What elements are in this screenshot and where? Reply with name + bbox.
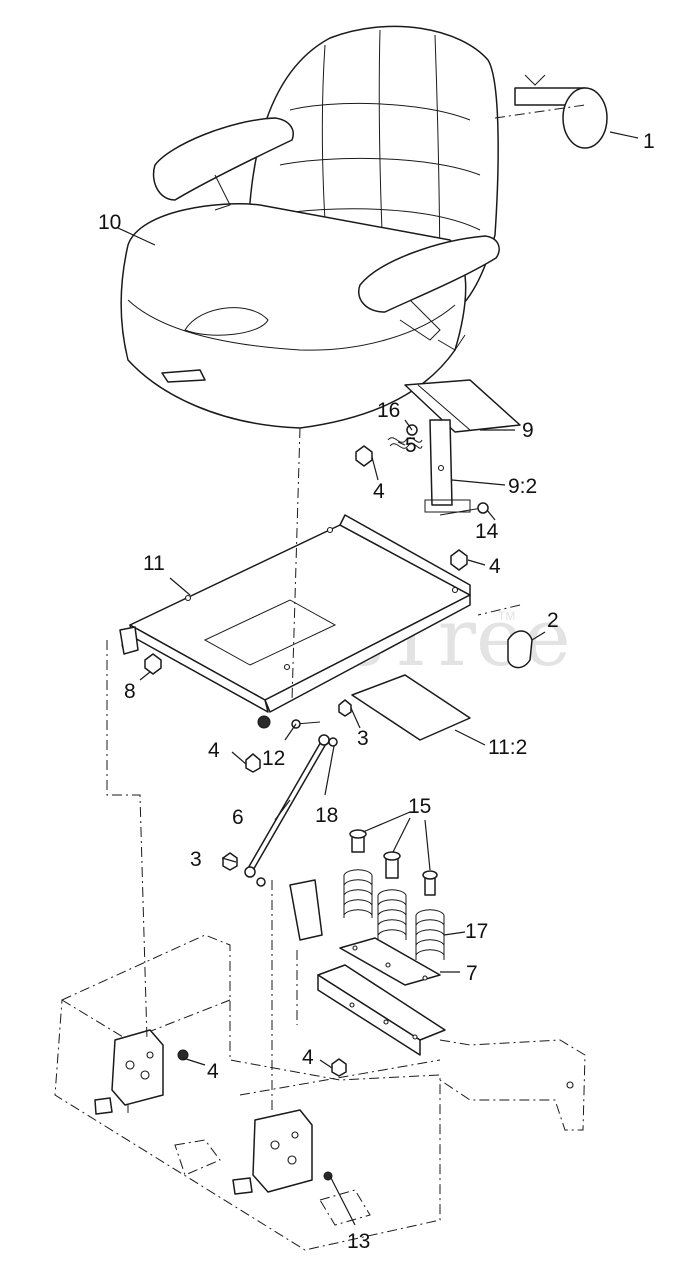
seat: [120, 25, 500, 429]
nut-4a: [355, 445, 373, 467]
callout-16: 16: [377, 399, 400, 422]
decal-11-2: [351, 674, 471, 741]
callout-17: 17: [465, 920, 488, 943]
nut-3a: [338, 699, 352, 717]
knob-2: [507, 630, 533, 669]
callout-4-bracket: 4: [302, 1046, 314, 1069]
alignment-lines: [106, 104, 586, 1110]
spring-bracket-7: [339, 937, 441, 986]
watermark-trademark: TM: [498, 609, 515, 623]
callout-18: 18: [315, 804, 338, 827]
callout-3-lower: 3: [190, 848, 202, 871]
callout-13: 13: [347, 1230, 370, 1253]
callout-15: 15: [408, 795, 431, 818]
lower-mount-bracket: [289, 879, 586, 1131]
frame-bracket-right: [232, 1109, 333, 1195]
callout-9: 9: [522, 419, 534, 442]
callout-6: 6: [232, 806, 244, 829]
seat-plate-11: [119, 514, 471, 729]
callout-1: 1: [643, 130, 655, 153]
springs-17: [343, 829, 445, 960]
seat-bracket-9: [404, 379, 521, 513]
callout-12: 12: [262, 747, 285, 770]
callout-4-plate: 4: [489, 555, 501, 578]
frame-bracket-left: [94, 1029, 189, 1115]
spring-5: [387, 437, 423, 449]
bolt-14: [439, 502, 489, 516]
nut-4d: [331, 1058, 347, 1077]
callout-7: 7: [466, 962, 478, 985]
callout-10: 10: [98, 211, 121, 234]
callout-8: 8: [124, 680, 136, 703]
rod-6: [244, 719, 338, 887]
callout-4-rod: 4: [208, 739, 220, 762]
frame: [54, 934, 441, 1251]
nut-3b: [222, 852, 238, 871]
callout-11-2: 11:2: [488, 736, 527, 759]
leader-lines: [117, 131, 639, 1226]
callout-9-2: 9:2: [508, 475, 537, 498]
bolt-8: [144, 653, 162, 675]
nut-4b: [450, 549, 468, 571]
seat-switch-part: [514, 74, 608, 149]
nut-4c: [245, 753, 261, 773]
callout-2: 2: [547, 609, 559, 632]
callout-3-upper: 3: [357, 727, 369, 750]
callout-4-frame: 4: [207, 1060, 219, 1083]
callout-4-spring: 4: [373, 480, 385, 503]
callout-11: 11: [143, 552, 165, 575]
callout-5: 5: [405, 434, 417, 457]
callout-14: 14: [475, 520, 499, 543]
